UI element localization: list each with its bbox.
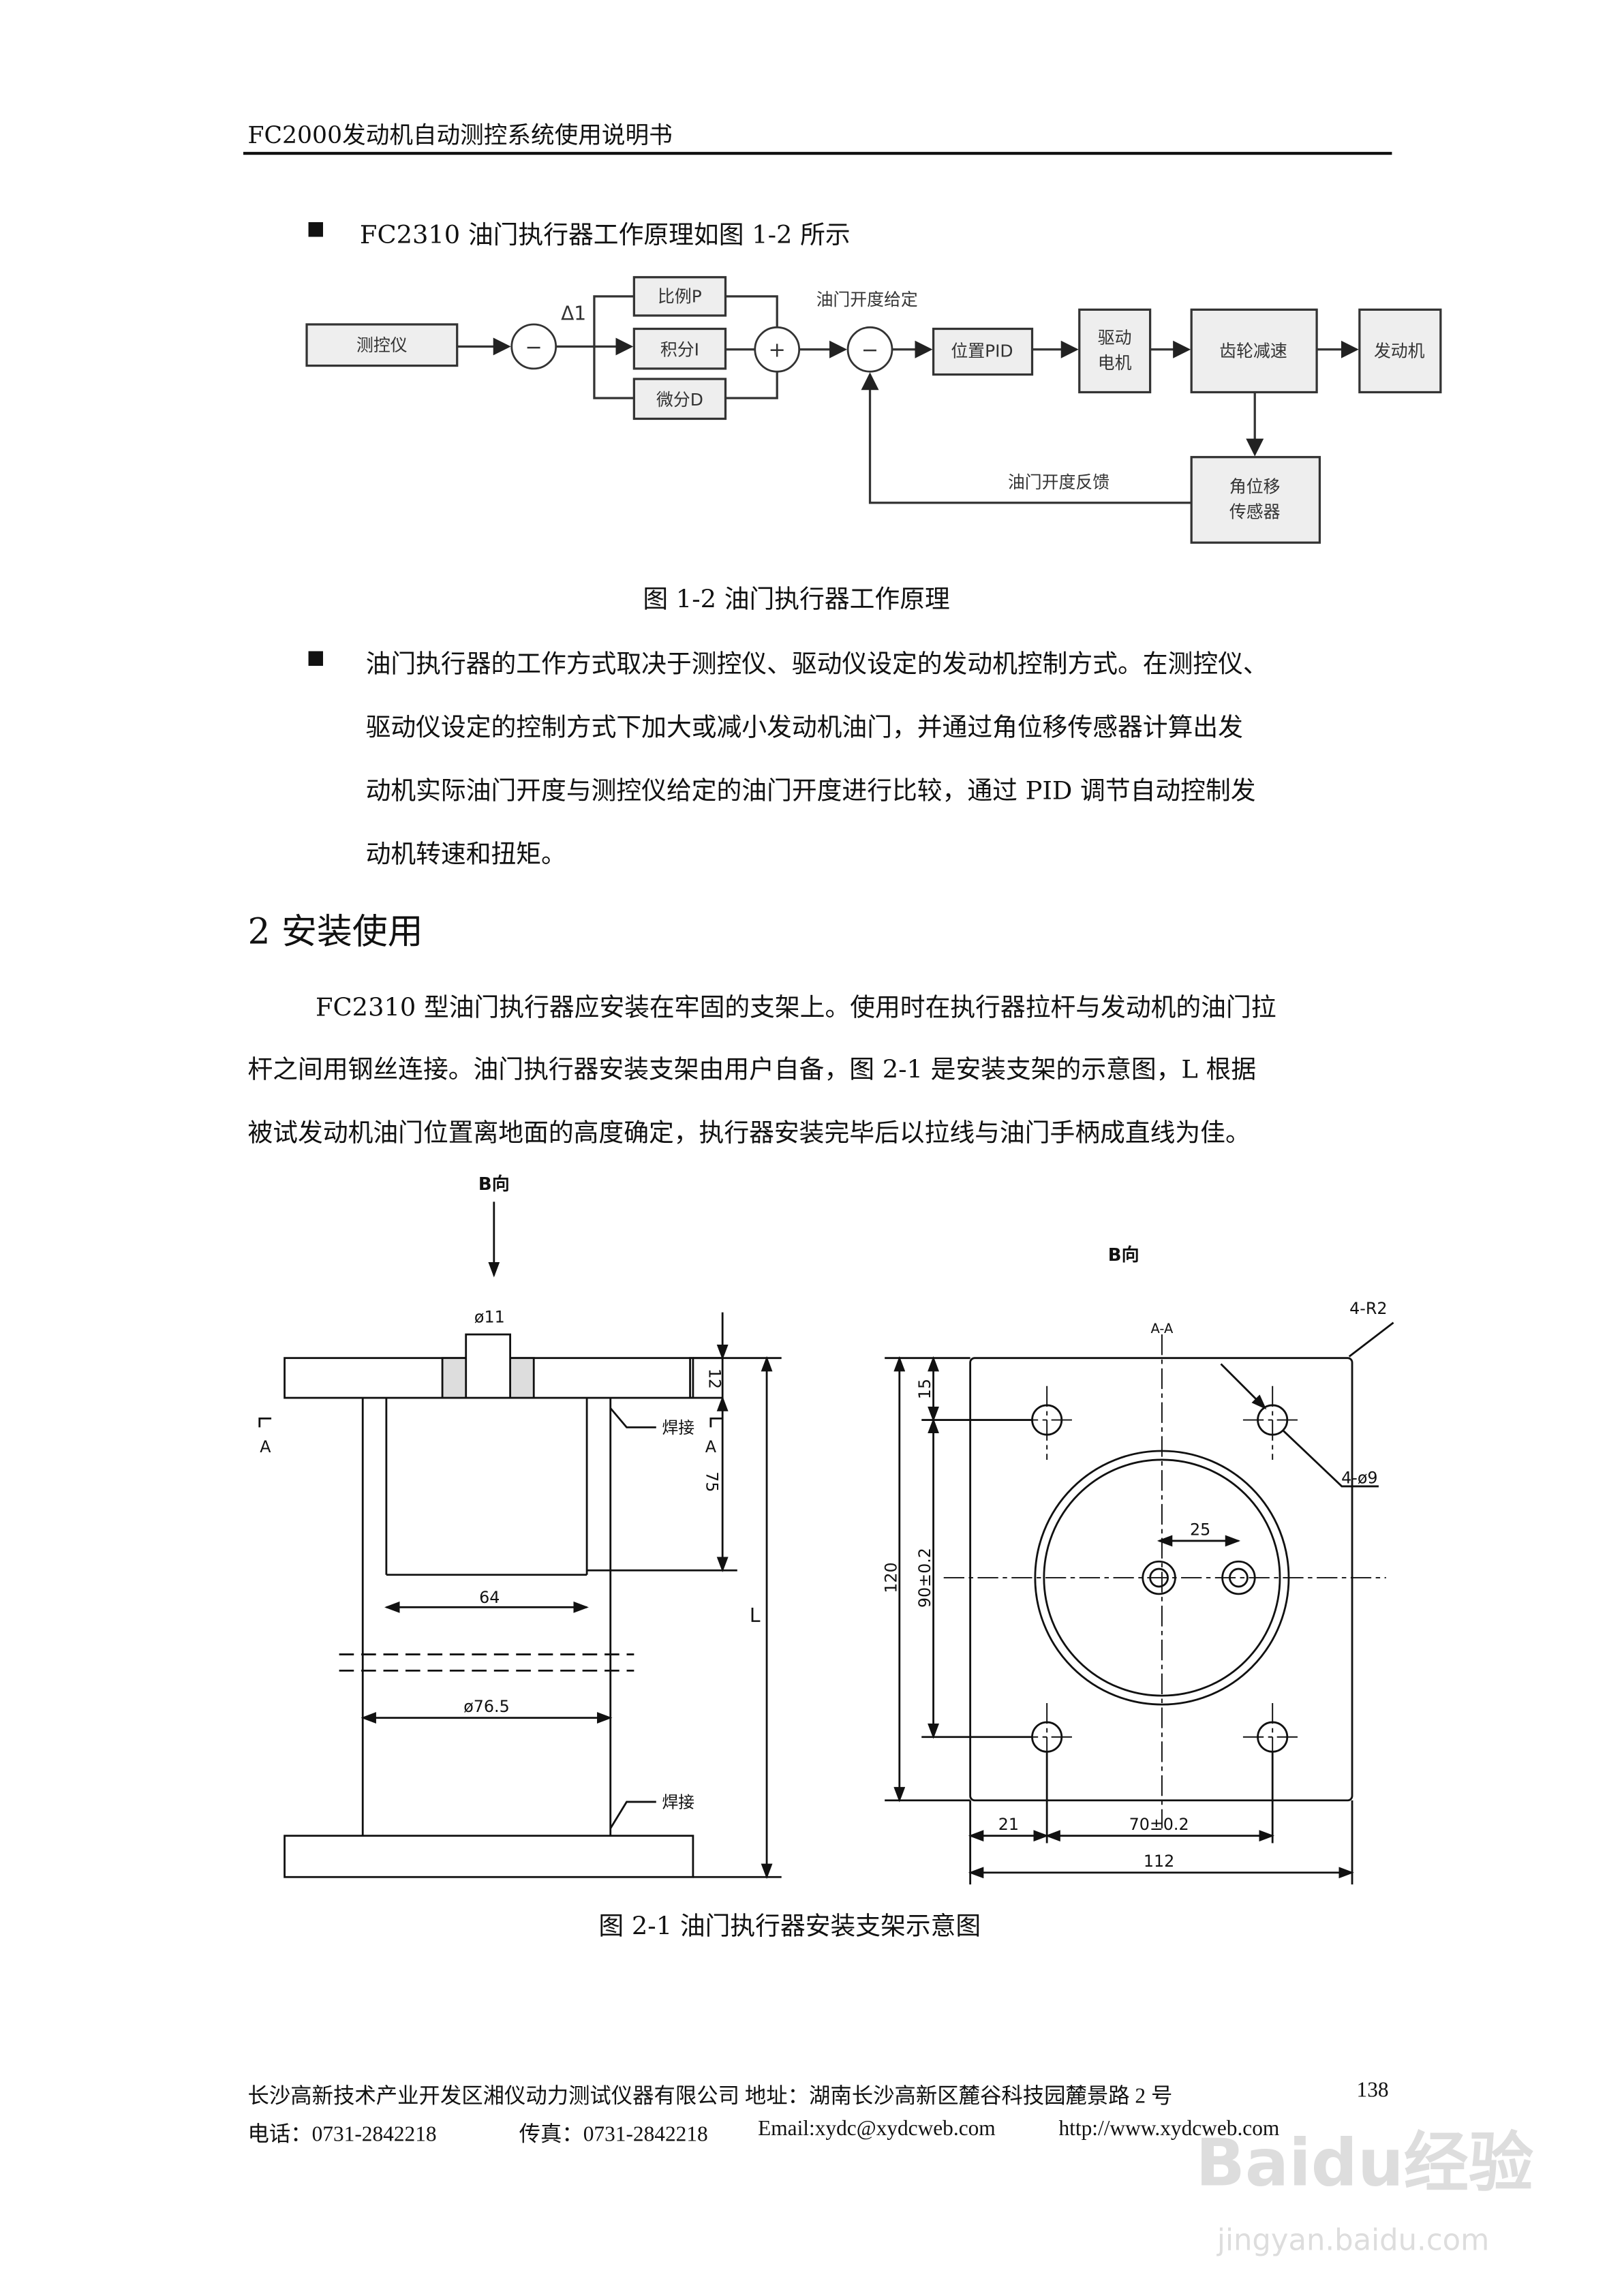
- dim-112: 112: [1144, 1852, 1174, 1871]
- document-header: FC2000发动机自动测控系统使用说明书: [247, 121, 673, 149]
- minus-sign-1: −: [525, 335, 542, 359]
- paragraph-line: 油门执行器的工作方式取决于测控仪、驱动仪设定的发动机控制方式。在测控仪、: [365, 650, 1268, 680]
- bullet-text: FC2310 油门执行器工作原理如图 1-2 所示: [359, 221, 851, 251]
- label-p: 比例P: [658, 287, 702, 307]
- section-heading: 2 安装使用: [247, 911, 423, 953]
- footer-phone: 电话：0731-2842218: [247, 2123, 437, 2147]
- header-rule: [243, 151, 1392, 155]
- dim-21: 21: [998, 1815, 1019, 1834]
- footer-address: 长沙高新技术产业开发区湘仪动力测试仪器有限公司 地址：湖南长沙高新区麓谷科技园麓…: [247, 2085, 1173, 2109]
- label-gear: 齿轮减速: [1219, 341, 1287, 361]
- dim-90: 90±0.2: [915, 1548, 934, 1608]
- label-i: 积分I: [660, 339, 699, 359]
- label-holes: 4-ø9: [1341, 1469, 1377, 1488]
- dim-15: 15: [915, 1379, 934, 1399]
- dim-l: L: [750, 1604, 761, 1627]
- figure-2-1-bracket-drawing: B向 ø11 12 75 64 ø76.5 L 焊接 焊接 A A B向 A-A…: [258, 1174, 1394, 1885]
- label-controller: 测控仪: [356, 335, 408, 355]
- paragraph-line: 杆之间用钢丝连接。油门执行器安装支架由用户自备，图 2-1 是安装支架的示意图，…: [247, 1056, 1257, 1086]
- figure-1-2-block-diagram: 测控仪 比例P 积分I 微分D 位置PID 驱动 电机 齿轮减速 发动机 角位移…: [305, 276, 1442, 544]
- box-controller: [305, 323, 459, 367]
- plus-sign: +: [769, 339, 786, 363]
- box-d: [632, 378, 727, 420]
- figure-1-2-caption: 图 1-2 油门执行器工作原理: [643, 585, 950, 615]
- figure-2-1-caption: 图 2-1 油门执行器安装支架示意图: [598, 1912, 981, 1942]
- footer-website: http://www.xydcweb.com: [1058, 2117, 1280, 2141]
- label-d: 微分D: [656, 390, 703, 410]
- minus-sign-2: −: [861, 339, 878, 363]
- paragraph-line: FC2310 型油门执行器应安装在牢固的支架上。使用时在执行器拉杆与发动机的油门…: [316, 994, 1276, 1024]
- box-motor: [1078, 308, 1152, 394]
- label-corner-radius: 4-R2: [1349, 1299, 1387, 1318]
- label-feedback: 油门开度反馈: [1008, 472, 1110, 492]
- paragraph-line: 被试发动机油门位置离地面的高度确定，执行器安装完毕后以拉线与油门手柄成直线为佳。: [247, 1119, 1251, 1149]
- label-weld-top: 焊接: [662, 1418, 694, 1437]
- box-pid: [932, 327, 1034, 376]
- box-sensor: [1190, 456, 1321, 544]
- label-engine: 发动机: [1374, 341, 1425, 361]
- dim-25: 25: [1190, 1520, 1210, 1539]
- box-gear: [1190, 308, 1318, 394]
- label-setpoint: 油门开度给定: [816, 290, 918, 309]
- paragraph-line: 动机实际油门开度与测控仪给定的油门开度进行比较，通过 PID 调节自动控制发: [365, 777, 1256, 807]
- footer-fax: 传真：0731-2842218: [519, 2123, 708, 2147]
- dim-76-5: ø76.5: [463, 1697, 510, 1716]
- label-section-a-a: A-A: [1151, 1321, 1174, 1336]
- page-number: 138: [1356, 2079, 1389, 2103]
- dim-hole-diameter: ø11: [474, 1308, 505, 1327]
- paragraph-line: 驱动仪设定的控制方式下加大或减小发动机油门，并通过角位移传感器计算出发: [365, 714, 1243, 744]
- dim-75: 75: [702, 1471, 721, 1492]
- baidu-watermark-logo: Baidu经验: [1195, 2126, 1534, 2202]
- bullet-icon: ■: [307, 647, 325, 670]
- dim-12: 12: [705, 1368, 724, 1389]
- label-motor-2: 电机: [1098, 353, 1132, 373]
- box-engine: [1358, 308, 1442, 394]
- section-mark-a-right: A: [705, 1437, 717, 1456]
- dim-64: 64: [479, 1588, 500, 1607]
- footer-email: Email:xydc@xydcweb.com: [758, 2117, 996, 2141]
- paragraph-line: 动机转速和扭矩。: [365, 840, 566, 870]
- label-sensor-2: 传感器: [1229, 502, 1281, 521]
- label-delta: Δ1: [561, 303, 586, 325]
- section-mark-a-left: A: [260, 1437, 271, 1456]
- label-motor-1: 驱动: [1098, 328, 1132, 348]
- baidu-watermark-url: jingyan.baidu.com: [1216, 2222, 1490, 2258]
- dim-120: 120: [881, 1562, 900, 1593]
- dim-70: 70±0.2: [1129, 1815, 1189, 1834]
- box-p: [632, 276, 727, 317]
- label-sensor-1: 角位移: [1229, 477, 1281, 497]
- label-weld-bottom: 焊接: [662, 1793, 694, 1812]
- label-b-view-right: B向: [1108, 1244, 1139, 1266]
- label-b-view: B向: [478, 1174, 510, 1195]
- bullet-icon: ■: [307, 218, 325, 241]
- label-pid: 位置PID: [951, 341, 1013, 361]
